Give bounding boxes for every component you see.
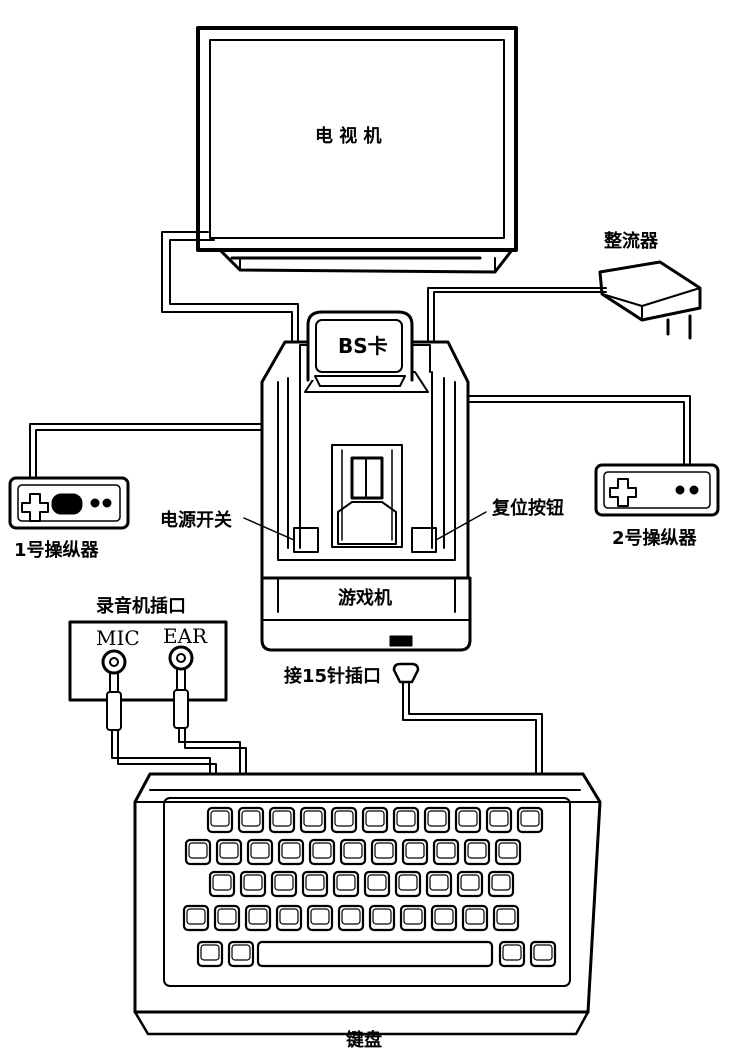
keyboard-key	[275, 904, 303, 932]
keyboard-key	[330, 806, 358, 834]
keyboard-key	[246, 838, 274, 866]
keyboard-key	[184, 838, 212, 866]
controller-2-cable	[467, 395, 691, 466]
controller-1	[8, 476, 130, 530]
keyboard-key	[244, 904, 272, 932]
keyboard-key	[394, 870, 422, 898]
recorder-jack-label: 录音机插口	[96, 596, 186, 617]
keyboard-key	[270, 870, 298, 898]
keyboard-keys	[182, 806, 557, 968]
pin15-port-label: 接15针插口	[284, 666, 382, 687]
keyboard-key	[487, 870, 515, 898]
keyboard-key	[339, 838, 367, 866]
reset-button-pointer	[435, 511, 487, 541]
power-switch-label: 电源开关	[160, 510, 232, 531]
keyboard-key	[368, 904, 396, 932]
keyboard-key	[456, 870, 484, 898]
pin15-plug	[392, 662, 543, 775]
keyboard-key	[463, 838, 491, 866]
keyboard-key	[401, 838, 429, 866]
keyboard-key	[432, 838, 460, 866]
keyboard-key	[529, 940, 557, 968]
keyboard-key	[206, 806, 234, 834]
keyboard-key	[485, 806, 513, 834]
tv-cable	[161, 231, 299, 346]
keyboard-key	[337, 904, 365, 932]
spacebar-key	[256, 940, 494, 968]
keyboard-key	[239, 870, 267, 898]
keyboard-key	[399, 904, 427, 932]
keyboard-key	[392, 806, 420, 834]
keyboard-key	[237, 806, 265, 834]
console-label: 游戏机	[338, 588, 392, 609]
recorder-jack-panel	[68, 620, 228, 731]
keyboard-key	[498, 940, 526, 968]
keyboard-key	[301, 870, 329, 898]
power-switch-pointer	[243, 517, 295, 541]
rectifier	[598, 260, 702, 340]
bs-card	[306, 310, 414, 387]
keyboard-key	[461, 904, 489, 932]
keyboard-key	[370, 838, 398, 866]
keyboard-key	[213, 904, 241, 932]
recorder-cables	[111, 727, 247, 783]
keyboard-key	[306, 904, 334, 932]
keyboard-key	[182, 904, 210, 932]
keyboard-key	[227, 940, 255, 968]
keyboard-key	[494, 838, 522, 866]
mic-label: MIC	[96, 626, 140, 650]
keyboard-key	[308, 838, 336, 866]
keyboard-key	[215, 838, 243, 866]
reset-button-label: 复位按钮	[492, 498, 564, 519]
keyboard-key	[425, 870, 453, 898]
keyboard-key	[277, 838, 305, 866]
television	[196, 26, 518, 274]
controller-2-label: 2号操纵器	[612, 528, 697, 549]
keyboard-key	[208, 870, 236, 898]
controller-1-label: 1号操纵器	[14, 540, 99, 561]
keyboard-key	[430, 904, 458, 932]
ear-label: EAR	[163, 624, 208, 648]
tv-label: 电 视 机	[315, 126, 382, 147]
keyboard-key	[332, 870, 360, 898]
keyboard-key	[299, 806, 327, 834]
keyboard-key	[196, 940, 224, 968]
controller-1-cable	[29, 423, 263, 479]
controller-2	[594, 463, 720, 517]
keyboard-key	[361, 806, 389, 834]
keyboard-key	[516, 806, 544, 834]
rectifier-cable	[427, 287, 607, 346]
bs-card-label: BS卡	[338, 334, 388, 358]
keyboard-key	[423, 806, 451, 834]
keyboard	[133, 772, 602, 1036]
keyboard-label: 键盘	[346, 1030, 382, 1051]
keyboard-key	[363, 870, 391, 898]
keyboard-key	[454, 806, 482, 834]
game-console	[260, 340, 472, 652]
keyboard-key	[492, 904, 520, 932]
rectifier-label: 整流器	[604, 231, 658, 252]
keyboard-key	[268, 806, 296, 834]
